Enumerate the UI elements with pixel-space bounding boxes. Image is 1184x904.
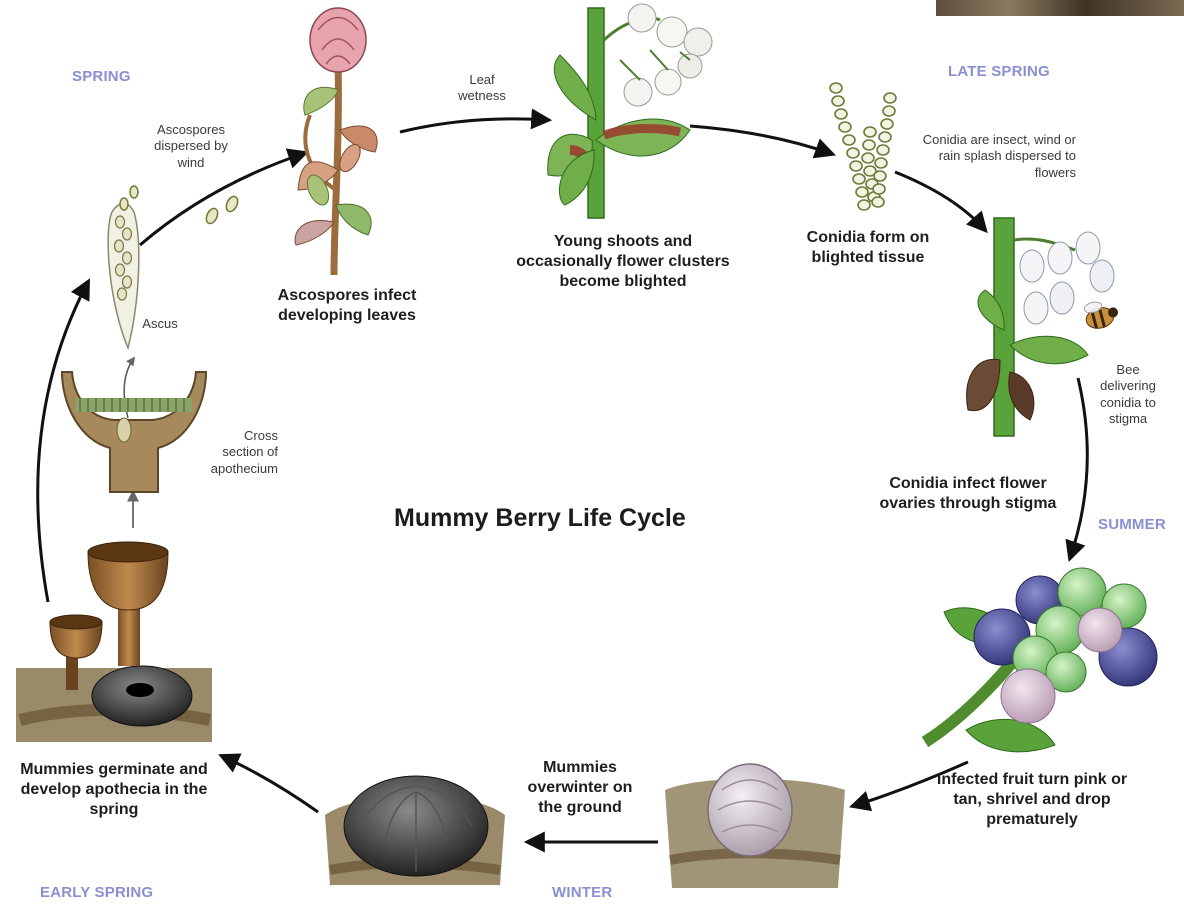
blueberry-cluster-icon	[925, 568, 1157, 752]
season-early-spring: EARLY SPRING	[40, 884, 153, 901]
caption-conidia-infect: Conidia infect flower ovaries through st…	[860, 474, 1076, 514]
ascospore-icon	[120, 186, 240, 225]
conidia-chain-icon	[830, 83, 896, 210]
caption-infected-fruit: Infected fruit turn pink or tan, shrivel…	[932, 770, 1132, 830]
season-summer: SUMMER	[1098, 516, 1166, 533]
caption-overwinter: Mummies overwinter on the ground	[518, 758, 642, 818]
season-late-spring: LATE SPRING	[948, 63, 1050, 80]
mummy-berry-icon	[325, 776, 505, 885]
apothecium-icon	[16, 542, 212, 742]
note-bee: Bee delivering conidia to stigma	[1090, 362, 1166, 427]
arrow-to-ascus	[38, 282, 88, 602]
season-winter: WINTER	[552, 884, 612, 901]
arrow-to-fruit	[1070, 378, 1087, 558]
mummy-berry-icon	[665, 764, 845, 888]
leaf-icon	[548, 4, 712, 218]
note-leaf-wetness: Leaf wetness	[446, 72, 518, 105]
arrow-to-shoots	[400, 119, 548, 132]
note-cross-section: Cross section of apothecium	[204, 428, 278, 477]
diagram-title: Mummy Berry Life Cycle	[394, 504, 686, 533]
caption-young-shoots: Young shoots and occasionally flower clu…	[508, 232, 738, 292]
note-ascospores-dispersed: Ascospores dispersed by wind	[146, 122, 236, 171]
caption-conidia-form: Conidia form on blighted tissue	[780, 228, 956, 268]
arrow-to-germinate	[222, 756, 318, 812]
caption-ascospores-infect: Ascospores infect developing leaves	[252, 286, 442, 326]
arrow-to-conidia	[690, 126, 832, 154]
season-spring: SPRING	[72, 68, 131, 85]
flower-bud-icon	[295, 8, 377, 275]
caption-germinate: Mummies germinate and develop apothecia …	[4, 760, 224, 820]
note-ascus: Ascus	[132, 316, 188, 332]
note-conidia-dispersed: Conidia are insect, wind or rain splash …	[916, 132, 1076, 181]
apothecium-icon	[62, 372, 206, 492]
